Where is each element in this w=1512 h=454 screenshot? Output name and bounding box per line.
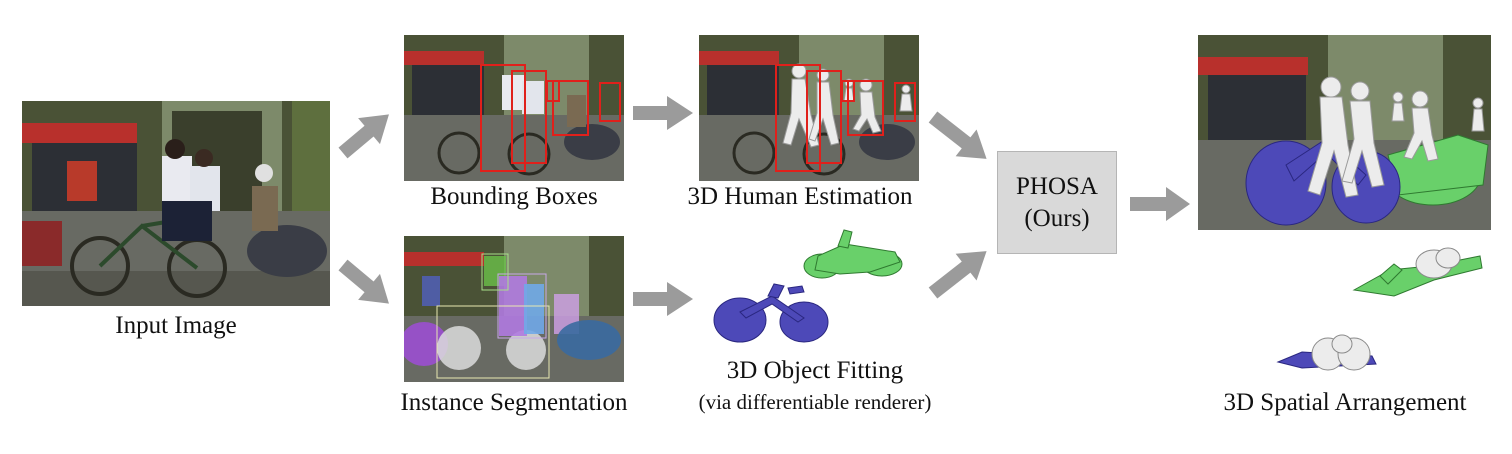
instance-segmentation-image [404,236,624,382]
human-estimation-image [699,35,919,181]
arrow-icon [338,114,389,159]
input-image-label: Input Image [115,312,237,339]
arrow-icon [928,111,987,159]
phosa-title: PHOSA [1016,173,1098,201]
motorbike-mesh-icon [800,228,905,283]
arrow-icon [338,259,389,304]
top-view-blue-white-mesh [1272,332,1382,378]
phosa-box: PHOSA (Ours) [997,151,1117,254]
bounding-boxes-label: Bounding Boxes [430,183,598,210]
human-estimation-label: 3D Human Estimation [687,183,913,210]
instance-segmentation-label: Instance Segmentation [400,389,628,416]
phosa-subtitle: (Ours) [1024,204,1090,232]
spatial-arrangement-image [1198,35,1491,230]
bicycle-mesh-icon [712,282,830,344]
arrow-icon [633,282,693,316]
object-fitting-label: 3D Object Fitting [726,357,904,384]
bounding-boxes-image [404,35,624,181]
spatial-arrangement-label: 3D Spatial Arrangement [1223,389,1467,416]
arrow-icon [928,251,987,299]
object-fitting-note: (via differentiable renderer) [698,390,932,414]
top-view-green-mesh [1350,240,1485,300]
input-image [22,101,330,306]
arrow-icon [633,96,693,130]
arrow-icon [1130,187,1190,221]
